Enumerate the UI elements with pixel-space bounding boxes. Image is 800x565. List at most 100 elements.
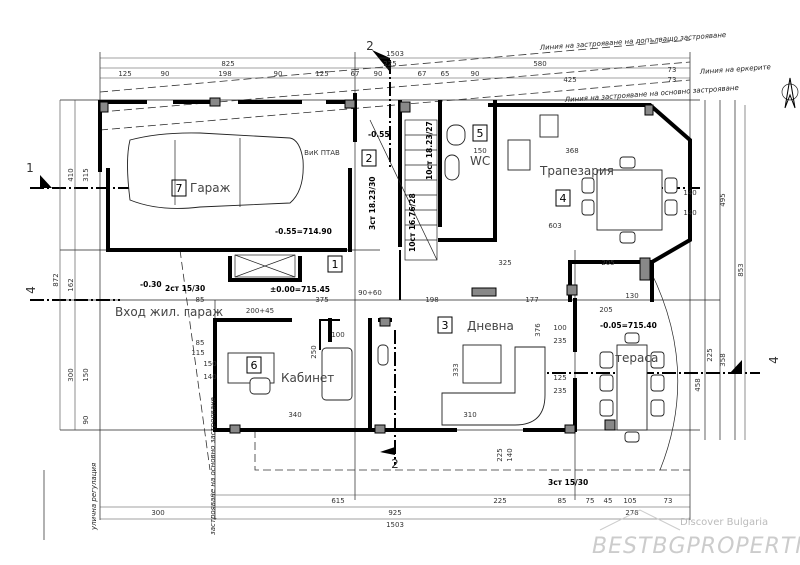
room-3-number: 3 xyxy=(442,319,449,332)
room-7-number: 7 xyxy=(176,182,183,195)
dim: 1503 xyxy=(386,521,404,529)
room-4-number: 4 xyxy=(560,192,567,205)
dining-table xyxy=(596,169,663,231)
dim: 872 xyxy=(52,273,60,286)
room-6-number: 6 xyxy=(251,359,258,372)
dim: 425 xyxy=(563,76,576,84)
dim: 100 xyxy=(553,324,566,332)
section-marker-2-bottom xyxy=(380,447,395,455)
dim: 130 xyxy=(625,292,638,300)
section-numbers: 1 2 2 4 4 xyxy=(24,39,781,471)
furniture xyxy=(127,114,678,443)
elevation: ±0.00=715.45 xyxy=(270,285,330,294)
section-marker-4 xyxy=(730,360,742,373)
room-labels: 7 Гараж 2 5 WC Трапезария 4 1 3 Дневна 6… xyxy=(115,124,658,385)
dim: 225 xyxy=(493,497,506,505)
section-marker-2-top xyxy=(372,50,390,72)
tv-icon xyxy=(377,344,389,366)
dim: 45 xyxy=(604,497,613,505)
terrace-name: тераса xyxy=(615,351,658,365)
stair-label: 10ст 18.23/27 xyxy=(425,121,434,180)
dim: 140 xyxy=(683,189,696,197)
dim: 225 xyxy=(706,348,714,361)
staircase xyxy=(234,119,438,278)
dim: 90 xyxy=(374,70,383,78)
dim: 358 xyxy=(719,353,727,366)
dim: 340 xyxy=(288,411,301,419)
elevation: -0.55=714.90 xyxy=(275,227,332,236)
dim: 85 xyxy=(558,497,567,505)
dim: 615 xyxy=(331,497,344,505)
room-3-name: Дневна xyxy=(467,319,514,333)
dim: 65 xyxy=(441,70,450,78)
dim: 325 xyxy=(498,259,511,267)
dim: 125 xyxy=(315,70,328,78)
watermark-logo: BESTBGPROPERTIES xyxy=(592,534,800,559)
dims-left: 872 410 315 162 300 150 90 xyxy=(52,168,90,424)
dim: 177 xyxy=(525,296,538,304)
dim: 150 xyxy=(473,147,486,155)
section-4-label: 4 xyxy=(24,286,38,294)
dim: 368 xyxy=(565,147,578,155)
dims-bottom: 615 225 85 75 45 105 73 300 925 278 1503 xyxy=(151,497,672,529)
coffee-table xyxy=(462,344,502,384)
dim: 853 xyxy=(737,263,745,276)
dim: 300 xyxy=(151,509,164,517)
watermark: Discover Bulgaria BESTBGPROPERTIES xyxy=(592,509,800,559)
dim: 85 xyxy=(196,296,205,304)
dim: 225 xyxy=(496,448,504,461)
room-4-name: Трапезария xyxy=(539,164,614,178)
dim: 73 xyxy=(664,497,673,505)
dim: 67 xyxy=(418,70,427,78)
room-2-number: 2 xyxy=(366,152,373,165)
section-1-label: 1 xyxy=(26,161,34,175)
dim: 300 xyxy=(67,368,75,381)
dim: 205 xyxy=(601,259,614,267)
toilet-icon xyxy=(446,124,466,146)
note: застрояване на основно застрояване xyxy=(209,397,217,535)
dim: 67 xyxy=(351,70,360,78)
dim: 200+45 xyxy=(246,307,274,315)
dims-inner: 375 198 177 325 603 205 205 130 150 368 … xyxy=(191,147,638,462)
dim: 75 xyxy=(586,497,595,505)
dims-top: 1503 825 225 580 125 90 198 90 125 67 90… xyxy=(118,50,676,84)
stair-label: 3ст 18.23/30 xyxy=(368,176,377,230)
elevation: -0.30 xyxy=(140,280,162,289)
sofa-icon xyxy=(441,346,546,426)
sink-icon xyxy=(444,154,460,181)
dim: 458 xyxy=(694,378,702,391)
dim: 90 xyxy=(471,70,480,78)
room-6-name: Кабинет xyxy=(281,371,334,385)
elevation-marks: -0.55 -0.55=714.90 -0.30 ±0.00=715.45 -0… xyxy=(140,121,657,487)
dim: 603 xyxy=(548,222,561,230)
north-arrow-icon xyxy=(781,77,799,109)
dim: 90 xyxy=(274,70,283,78)
dims-right: 853 495 358 225 458 140 140 xyxy=(683,189,745,392)
dim: 825 xyxy=(221,60,234,68)
note: Линия на застрояване на допълващо застро… xyxy=(539,31,727,52)
dim: 1503 xyxy=(386,50,404,58)
dim: 115 xyxy=(191,349,204,357)
dim: 198 xyxy=(425,296,438,304)
note: улична регулация xyxy=(90,463,98,531)
dim: 310 xyxy=(463,411,476,419)
stair-label: 10ст 16.76/28 xyxy=(408,193,417,252)
dim: 580 xyxy=(533,60,546,68)
dim: 315 xyxy=(82,168,90,181)
dim: 150 xyxy=(82,368,90,381)
room-1-number: 1 xyxy=(332,258,339,271)
section-marker-1 xyxy=(40,175,52,188)
dim: 85 xyxy=(196,339,205,347)
dim: 410 xyxy=(67,168,75,181)
dim: 495 xyxy=(719,193,727,206)
dim: 100 xyxy=(331,331,344,339)
dim: 90 xyxy=(82,416,90,425)
section-2-label: 2 xyxy=(391,457,399,471)
terrace-table xyxy=(616,344,648,431)
dim: 198 xyxy=(218,70,231,78)
dim: 250 xyxy=(310,345,318,358)
dim: 235 xyxy=(553,337,566,345)
dim: 105 xyxy=(623,497,636,505)
dim: 278 xyxy=(625,509,638,517)
section-2-label: 2 xyxy=(366,39,374,53)
